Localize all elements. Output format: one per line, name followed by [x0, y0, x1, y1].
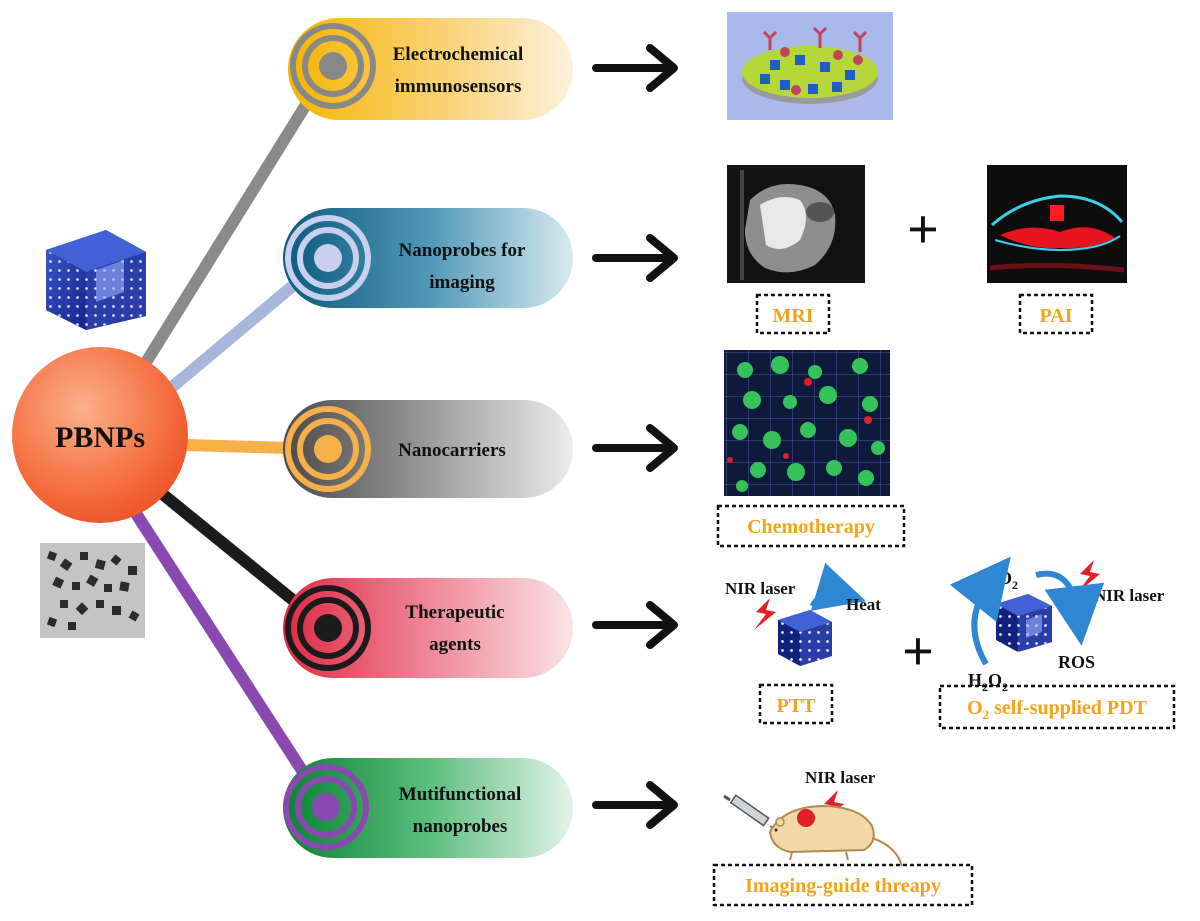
ptt-nir-laser-label: NIR laser	[725, 579, 796, 598]
arrow-imaging	[592, 234, 678, 282]
tumor-spot	[797, 809, 815, 827]
ptt-nanocube-icon	[778, 610, 832, 666]
outcome-chemotherapy-box: Chemotherapy	[716, 504, 906, 548]
nanocarrier-image	[724, 350, 890, 496]
pill-multifunctional-line1: Mutifunctional	[399, 784, 521, 805]
outcome-pai: PAI	[1040, 305, 1073, 327]
nanocube-illustration	[46, 230, 146, 330]
plus-therapy: +	[902, 621, 934, 683]
tem-particles	[46, 550, 140, 630]
pill-imaging-line1: Nanoprobes for	[399, 240, 526, 261]
pill-electrochemical: Electrochemical immunosensors	[288, 18, 573, 120]
arrow-therapeutic	[592, 601, 678, 649]
pdt-nanocube-icon	[996, 594, 1052, 652]
pill-electrochemical-line2: immunosensors	[395, 76, 522, 97]
pill-multifunctional: Mutifunctional nanoprobes	[283, 758, 573, 858]
center-label: PBNPs	[55, 421, 145, 454]
outcome-imaging-guide-box: Imaging-guide threapy	[712, 863, 974, 907]
mri-image	[727, 165, 865, 283]
pill-imaging-line2: imaging	[429, 272, 495, 293]
mouse-body-icon	[768, 804, 875, 854]
plus-imaging: +	[907, 199, 939, 261]
arrow-nanocarriers	[592, 424, 678, 472]
mouse-illustration: NIR laser	[723, 768, 903, 867]
branch-pills: Electrochemical immunosensors Nanoprobes…	[283, 18, 573, 858]
outcome-pdt: O2 self-supplied PDT	[967, 697, 1148, 722]
pdt-cycle-arrow-bottom	[949, 556, 1011, 666]
mouse-laser-bolt-icon	[822, 790, 844, 822]
pill-nanocarriers: Nanocarriers	[283, 400, 573, 498]
pai-image	[987, 165, 1127, 283]
outcome-imaging-guide: Imaging-guide threapy	[745, 875, 941, 897]
outcome-chemotherapy: Chemotherapy	[747, 516, 875, 538]
outcome-ptt: PTT	[777, 695, 817, 717]
outcome-mri: MRI	[772, 305, 813, 327]
outcome-ptt-box: PTT	[758, 683, 834, 725]
pdt-laser-bolt-icon	[1078, 560, 1100, 592]
pill-therapeutic: Therapeutic agents	[283, 578, 573, 678]
connector-multifunctional	[129, 508, 331, 810]
pdt-illustration: O2 NIR laser H2O2 ROS	[949, 556, 1165, 694]
pill-nanocarriers-line1: Nanocarriers	[398, 440, 506, 461]
mouse-nir-laser-label: NIR laser	[805, 768, 876, 787]
pill-multifunctional-line2: nanoprobes	[413, 816, 508, 837]
connector-electrochemical	[134, 62, 336, 376]
outcome-pdt-box: O2 self-supplied PDT	[938, 684, 1176, 730]
ptt-laser-bolt-icon	[754, 598, 776, 630]
outcome-mri-box: MRI	[755, 293, 831, 335]
ptt-heat-arrow	[809, 562, 866, 611]
arrow-multifunctional	[592, 781, 678, 829]
tem-micrograph	[40, 543, 145, 638]
immunosensor-illustration	[727, 12, 893, 120]
pdt-o2-label: O2	[998, 568, 1018, 592]
pdt-nir-laser-label: NIR laser	[1094, 586, 1165, 605]
ptt-illustration: NIR laser Heat	[725, 562, 881, 666]
pill-therapeutic-line1: Therapeutic	[405, 602, 504, 623]
center-node: PBNPs	[12, 347, 188, 523]
pdt-h2o2-label: H2O2	[968, 670, 1008, 694]
outcome-pai-box: PAI	[1018, 293, 1094, 335]
pill-electrochemical-line1: Electrochemical	[393, 44, 524, 65]
ptt-heat-label: Heat	[846, 595, 881, 614]
pill-therapeutic-line2: agents	[429, 634, 481, 655]
pill-imaging: Nanoprobes for imaging	[283, 208, 573, 308]
arrow-electrochemical	[592, 44, 678, 92]
outcome-arrows	[592, 44, 678, 829]
pdt-ros-label: ROS	[1058, 652, 1095, 672]
pdt-cycle-arrow-top	[1035, 570, 1105, 646]
